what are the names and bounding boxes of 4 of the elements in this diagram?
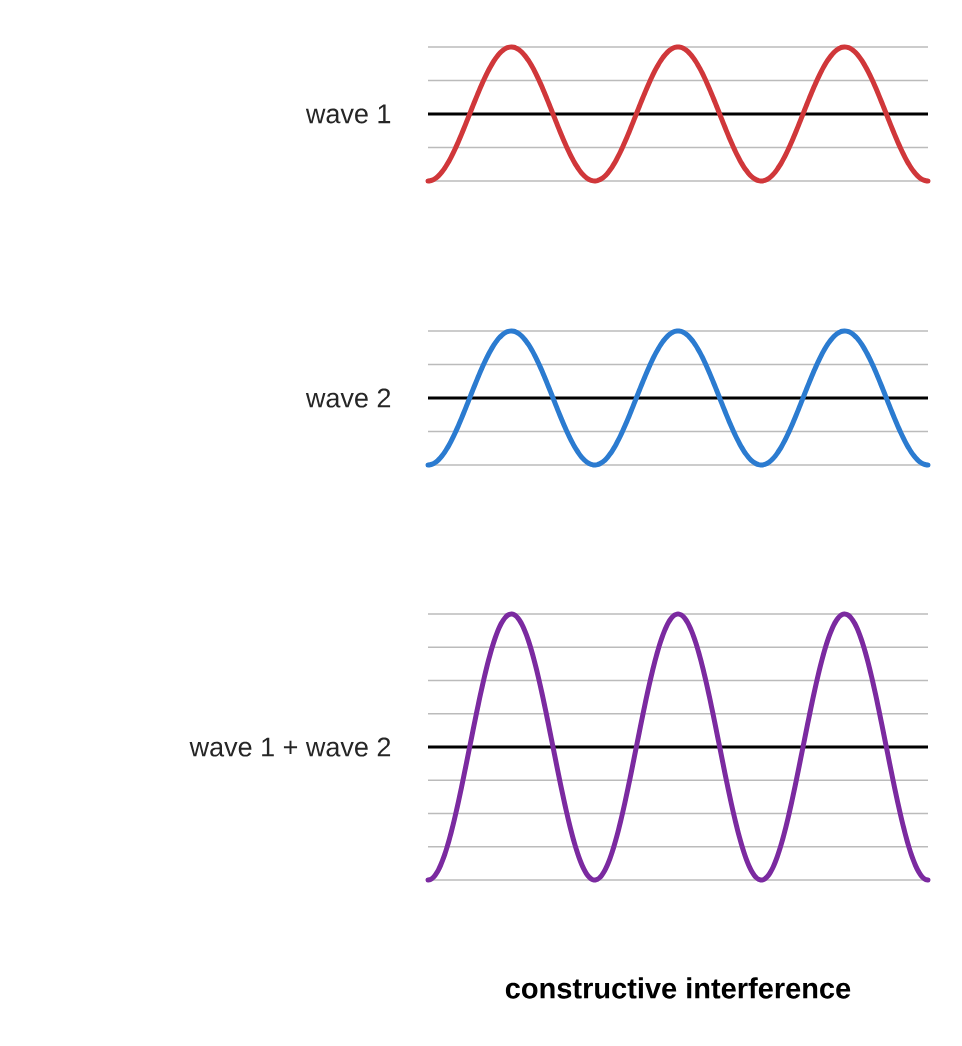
wave-label: wave 1 + wave 2 [189, 737, 391, 757]
wave-label: wave 1 [305, 104, 391, 124]
wave-label: wave 2 [305, 388, 391, 408]
caption: constructive interference [505, 977, 851, 999]
